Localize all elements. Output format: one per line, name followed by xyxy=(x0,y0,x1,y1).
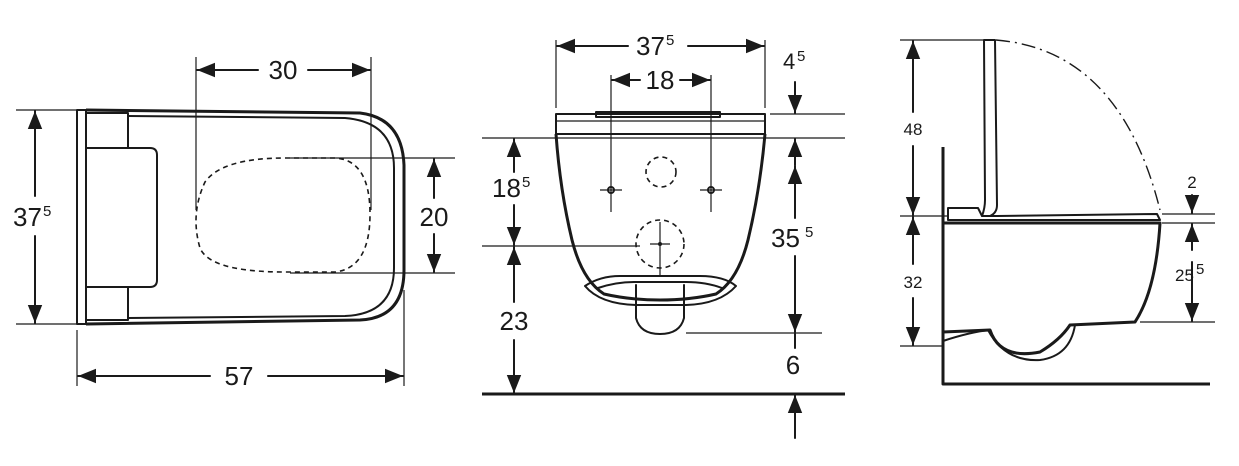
front-dim-bottom: 6 xyxy=(786,350,800,380)
side-dim-bowl: 32 xyxy=(904,273,923,292)
drain-circle-upper xyxy=(645,156,677,188)
front-dim-bolts: 18 xyxy=(646,65,675,95)
front-view: 37 5 18 4 5 18 5 35 5 23 6 xyxy=(482,31,845,439)
bolt-right xyxy=(700,180,722,212)
dim-seat-width: 30 xyxy=(269,55,298,85)
top-view-body-outline xyxy=(85,108,406,326)
open-lid xyxy=(981,39,998,217)
front-dim-width-main: 37 xyxy=(636,31,665,61)
front-bowl-outline xyxy=(554,133,767,302)
seat-inner-outline xyxy=(127,115,395,319)
dim-width-sup: 5 xyxy=(43,203,51,220)
lid-swing-arc xyxy=(995,39,1161,211)
front-spigot xyxy=(635,284,685,335)
front-dim-drain-main: 18 xyxy=(492,173,521,203)
front-dim-floor: 23 xyxy=(500,306,529,336)
drain-center xyxy=(650,222,670,275)
front-dim-top-main: 4 xyxy=(783,49,795,74)
front-dim-width-sup: 5 xyxy=(666,32,674,49)
wall-and-floor xyxy=(941,147,1210,386)
top-view: 30 37 5 20 57 xyxy=(13,55,455,391)
side-bowl-body xyxy=(942,221,1162,356)
dim-width-main: 37 xyxy=(13,202,42,232)
cistern-block xyxy=(85,112,158,321)
bolt-left xyxy=(600,180,622,212)
side-dim-rim-sup: 5 xyxy=(1196,261,1204,278)
front-dim-top-sup: 5 xyxy=(797,48,805,65)
front-outlet xyxy=(584,275,737,306)
front-dim-height-main: 35 xyxy=(771,223,800,253)
side-spigot xyxy=(987,324,1076,362)
side-dim-rim-main: 25 xyxy=(1175,266,1194,285)
seat-ring xyxy=(947,207,1161,221)
front-lid-hinge xyxy=(595,111,721,118)
side-dim-lid: 48 xyxy=(904,120,923,139)
side-view: 48 32 2 25 5 xyxy=(900,39,1215,386)
seat-opening-dashed xyxy=(195,157,371,273)
wall-plate xyxy=(76,109,87,325)
side-dim-seat: 2 xyxy=(1187,173,1196,192)
dim-seat-height: 20 xyxy=(420,202,449,232)
front-dim-drain-sup: 5 xyxy=(522,174,530,191)
dim-depth: 57 xyxy=(225,361,254,391)
front-dim-height-sup: 5 xyxy=(805,224,813,241)
